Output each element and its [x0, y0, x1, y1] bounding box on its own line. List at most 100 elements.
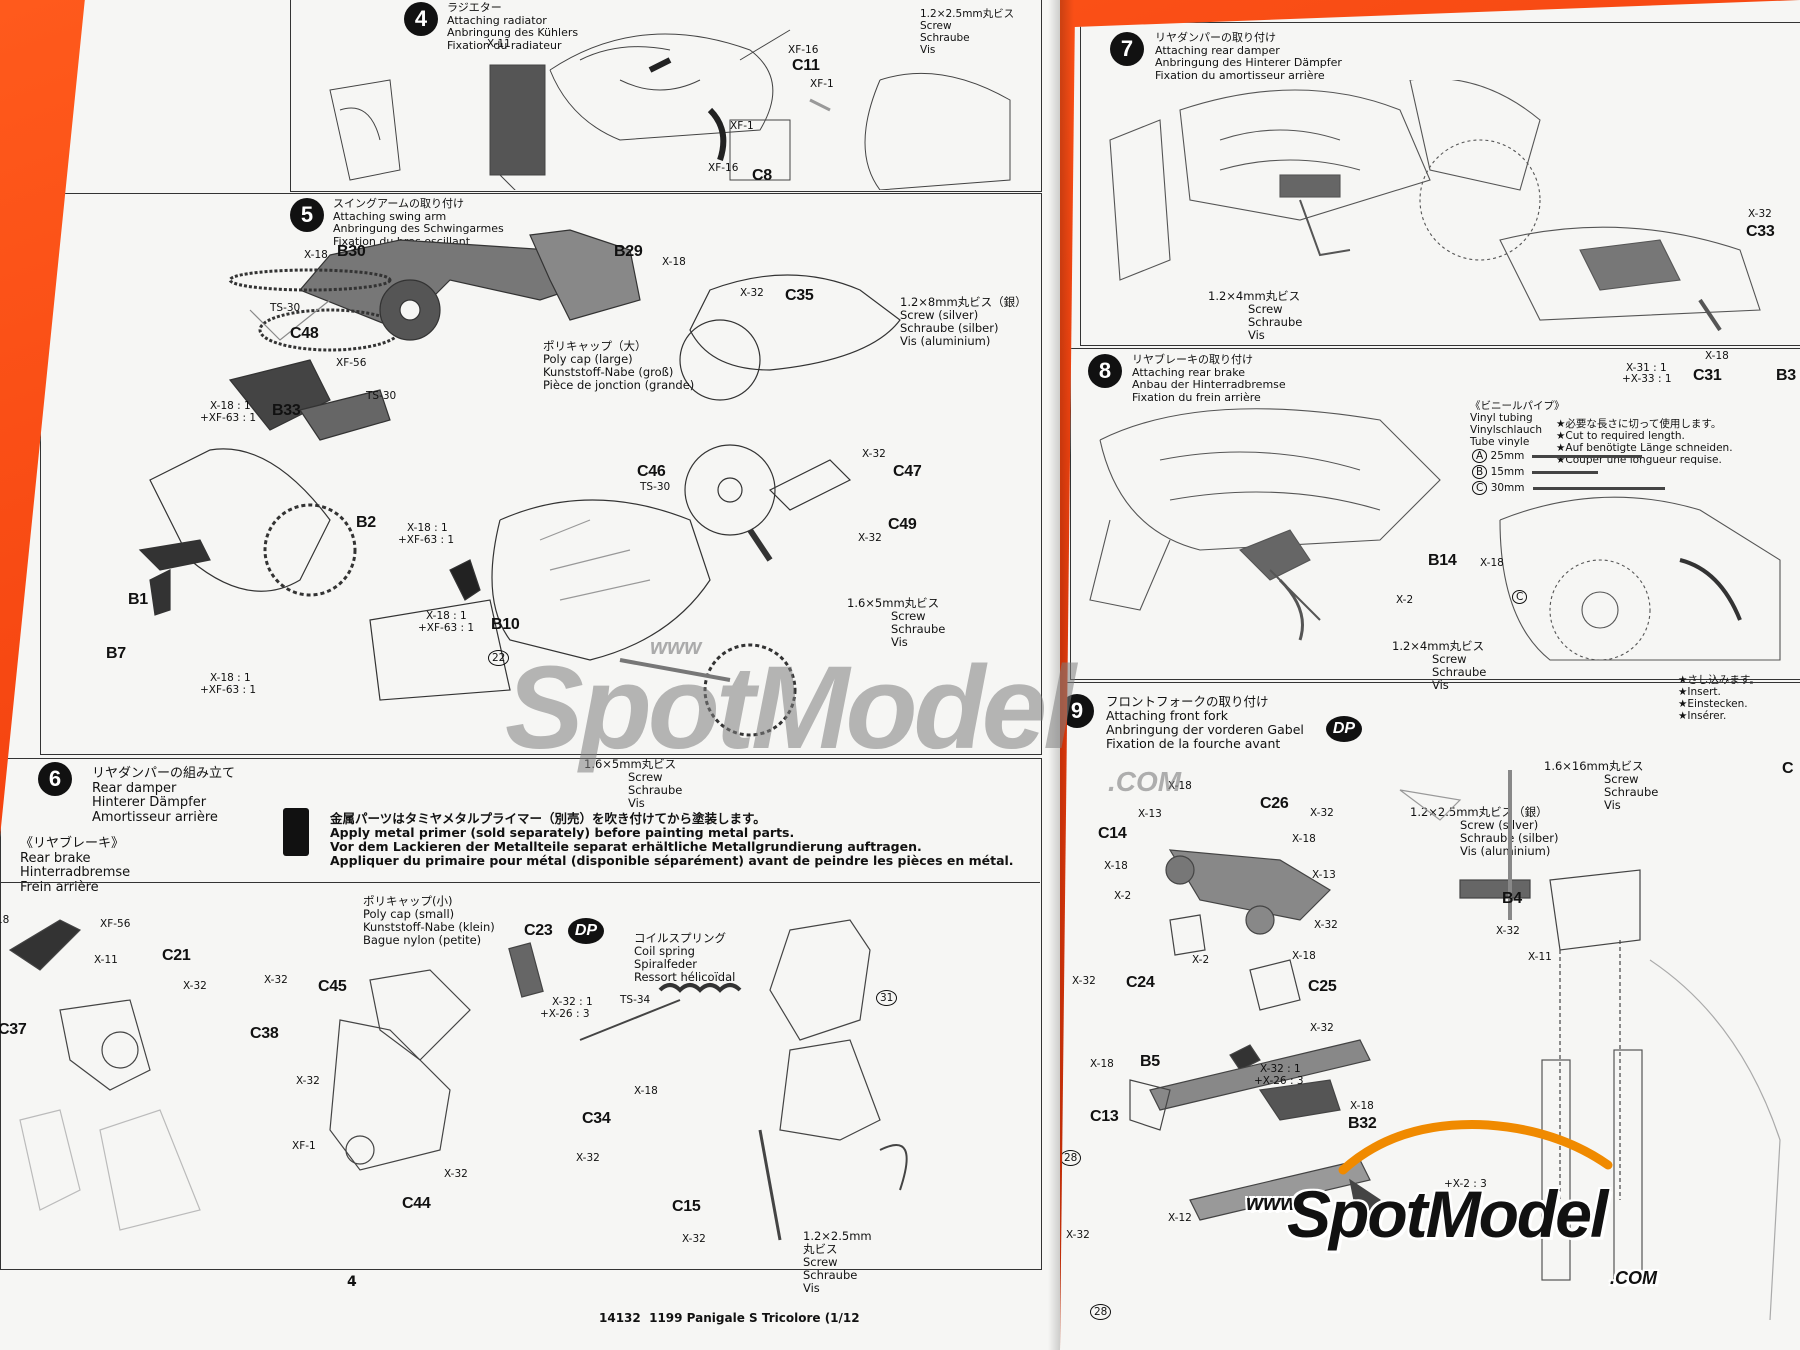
step9-panel [1060, 682, 1800, 1350]
label-c24: C24 [1126, 974, 1155, 991]
label-x18-a: X-18 [1168, 780, 1192, 792]
label-x32-b: X-32 [264, 974, 288, 986]
label-b29: B29 [614, 243, 643, 260]
label-b5: B5 [1140, 1053, 1160, 1070]
label-x11: X-11 [1528, 951, 1552, 963]
label-x13-b: X-13 [1312, 869, 1336, 881]
label-c49: C49 [888, 516, 917, 533]
label-xf63-b: +XF-63 : 1 [398, 534, 455, 546]
label-c: C [1512, 590, 1528, 604]
label-xf63-d: +XF-63 : 1 [418, 622, 475, 634]
label-x32-d: X-32 [1310, 1022, 1334, 1034]
page-number: 4 [347, 1274, 357, 1290]
label-x2-a: X-2 [1114, 890, 1132, 902]
label-x32-a: X-32 [183, 980, 207, 992]
label-x11: X-11 [487, 38, 511, 50]
step4-number: 4 [404, 2, 438, 36]
label-x32-e: X-32 [1066, 1229, 1090, 1241]
label-x32-b: X-32 [862, 448, 886, 460]
label-x18: X-18 [1480, 557, 1504, 569]
label-x32-b: X-32 [1314, 919, 1338, 931]
label-x32-a: X-32 [740, 287, 764, 299]
label-x12: X-12 [1168, 1212, 1192, 1224]
label-x18-f: X-18 [1350, 1100, 1374, 1112]
step7-number: 7 [1110, 32, 1144, 66]
label-c45: C45 [318, 978, 347, 995]
tube-b: B 15mm [1472, 465, 1599, 479]
ref-circle-28-b: 28 [1090, 1304, 1112, 1320]
label-x32-c: X-32 [858, 532, 882, 544]
label-x26-3: +X-26 : 3 [1254, 1075, 1304, 1087]
label-x18-e: X-18 [1090, 1058, 1114, 1070]
label-c26: C26 [1260, 795, 1289, 812]
step8-number: 8 [1088, 354, 1122, 388]
label-x31: X-31 : 1 [1626, 362, 1667, 374]
step7-damper-drawing [1109, 80, 1761, 332]
step5-polycap-note: ポリキャップ（大）Poly cap (large)Kunststoff-Nabe… [543, 339, 695, 392]
label-x18-1-b: X-18 : 1 [407, 522, 448, 534]
label-c38: C38 [250, 1025, 279, 1042]
label-x32-c: X-32 [1072, 975, 1096, 987]
label-c15: C15 [672, 1198, 701, 1215]
label-x18-1-a: X-18 : 1 [210, 400, 251, 412]
label-x26-3: +X-26 : 3 [540, 1008, 590, 1020]
label-x32-f: X-32 [1496, 925, 1520, 937]
label-x32-e: X-32 [444, 1168, 468, 1180]
label-b7: B7 [106, 645, 126, 662]
label-c14: C14 [1098, 825, 1127, 842]
label-xf1: XF-1 [292, 1140, 316, 1152]
label-c47: C47 [893, 463, 922, 480]
footer-title: 14132 1199 Panigale S Tricolore (1/12 [599, 1311, 860, 1325]
label-x32-f: X-32 [682, 1233, 706, 1245]
label-xf56: XF-56 [100, 918, 131, 930]
logo-swoosh-icon [1338, 1120, 1613, 1175]
step7-panel [1080, 22, 1800, 346]
label-x32-1: X-32 : 1 [552, 996, 593, 1008]
label-c8: C8 [752, 167, 772, 184]
label-c11: C11 [792, 57, 820, 74]
step6-primer-note: 金属パーツはタミヤメタルプライマー（別売）を吹き付けてから塗装します。Apply… [330, 811, 1014, 868]
label-b10: B10 [491, 616, 520, 633]
logo-www: www [1246, 1190, 1298, 1215]
tube-c: C 30mm [1472, 481, 1665, 495]
label-b3: B3 [1776, 367, 1796, 384]
label-c31: C31 [1693, 367, 1722, 384]
label-ts30-a: TS-30 [270, 302, 301, 314]
tube-a: A 25mm [1472, 449, 1643, 463]
label-x18-a: X-18 [304, 249, 328, 261]
step6-polycap-note: ポリキャップ(小)Poly cap (small)Kunststoff-Nabe… [363, 894, 495, 947]
label-c37: C37 [0, 1021, 27, 1038]
label-x2-b: X-2 [1192, 954, 1210, 966]
step4-panel [290, 0, 1042, 192]
spray-can-icon [283, 808, 309, 856]
label-c48: C48 [290, 325, 319, 342]
step5-swingarm-drawing [138, 229, 901, 737]
label-x18-1-c: X-18 : 1 [210, 672, 251, 684]
label-b14: B14 [1428, 552, 1457, 569]
step6-panel [0, 758, 1042, 1270]
ref-circle-22: 22 [488, 650, 510, 666]
label-x18-c: X-18 [1104, 860, 1128, 872]
label-b4: B4 [1502, 890, 1522, 907]
label-xf1-b: XF-1 [730, 120, 754, 132]
label-b30: B30 [337, 243, 366, 260]
label-ts30-b: TS-30 [366, 390, 397, 402]
label-ts30-c: TS-30 [640, 481, 671, 493]
step8-brake-drawing [1089, 408, 1781, 661]
logo-com: .COM [1610, 1268, 1657, 1288]
label-c33: C33 [1746, 223, 1775, 240]
label-c44: C44 [402, 1195, 431, 1212]
label-xf16: XF-16 [788, 44, 819, 56]
